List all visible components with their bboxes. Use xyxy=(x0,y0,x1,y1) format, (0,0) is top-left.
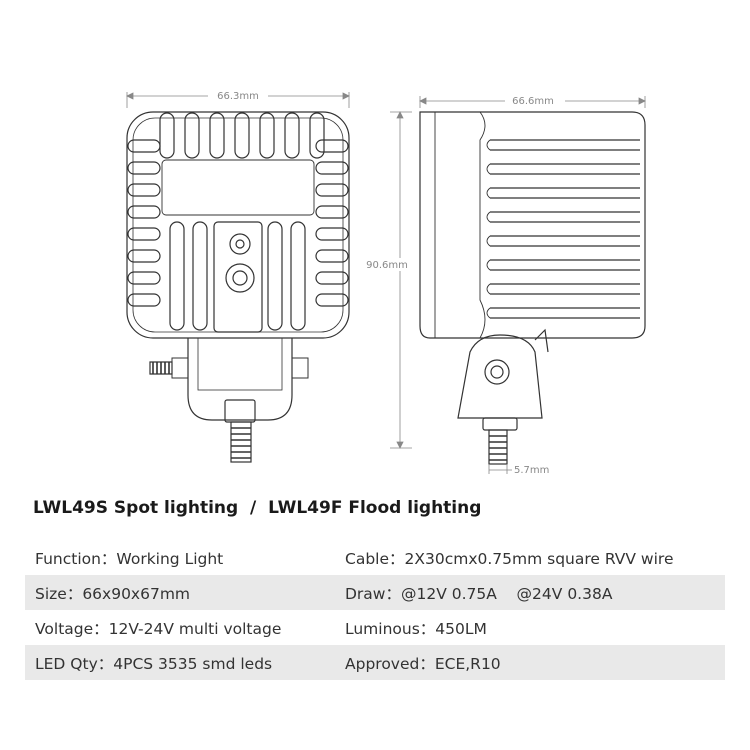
spec-function: Function：Working Light xyxy=(35,549,224,568)
spec-approved: Approved：ECE,R10 xyxy=(345,654,501,673)
side-bracket xyxy=(457,328,549,465)
front-view xyxy=(126,111,350,463)
spec-cable: Cable：2X30cmx0.75mm square RVV wire xyxy=(345,549,674,568)
front-left-fins xyxy=(127,139,161,307)
spec-draw: Draw：@12V 0.75A @24V 0.38A xyxy=(345,584,613,603)
spec-led-qty: LED Qty：4PCS 3535 smd leds xyxy=(35,654,273,673)
product-title: LWL49S Spot lighting / LWL49F Flood ligh… xyxy=(33,498,482,518)
side-depth-label: 66.6mm xyxy=(512,96,554,107)
spec-table: Function：Working Light Cable：2X30cmx0.75… xyxy=(25,540,725,680)
spec-voltage: Voltage：12V-24V multi voltage xyxy=(35,619,282,638)
dimension-lines xyxy=(126,92,646,474)
spec-luminous: Luminous：450LM xyxy=(345,619,487,638)
bolt-label: 5.7mm xyxy=(514,465,549,476)
front-lower-fins xyxy=(169,221,306,331)
front-top-fins xyxy=(159,112,325,159)
spec-size: Size：66x90x67mm xyxy=(35,584,191,603)
spec-row: Size：66x90x67mm Draw：@12V 0.75A @24V 0.3… xyxy=(25,575,725,610)
side-fins xyxy=(486,139,640,319)
side-view xyxy=(419,111,646,465)
front-right-fins xyxy=(315,139,349,307)
height-label: 90.6mm xyxy=(366,260,408,271)
technical-drawing: 66.3mm 66.6mm 90.6mm 5.7mm xyxy=(126,89,646,476)
spec-row: LED Qty：4PCS 3535 smd leds Approved：ECE,… xyxy=(25,645,725,680)
spec-row: Function：Working Light Cable：2X30cmx0.75… xyxy=(25,540,725,575)
front-bracket xyxy=(149,337,309,463)
front-width-label: 66.3mm xyxy=(217,91,259,102)
spec-row: Voltage：12V-24V multi voltage Luminous：4… xyxy=(25,610,725,645)
